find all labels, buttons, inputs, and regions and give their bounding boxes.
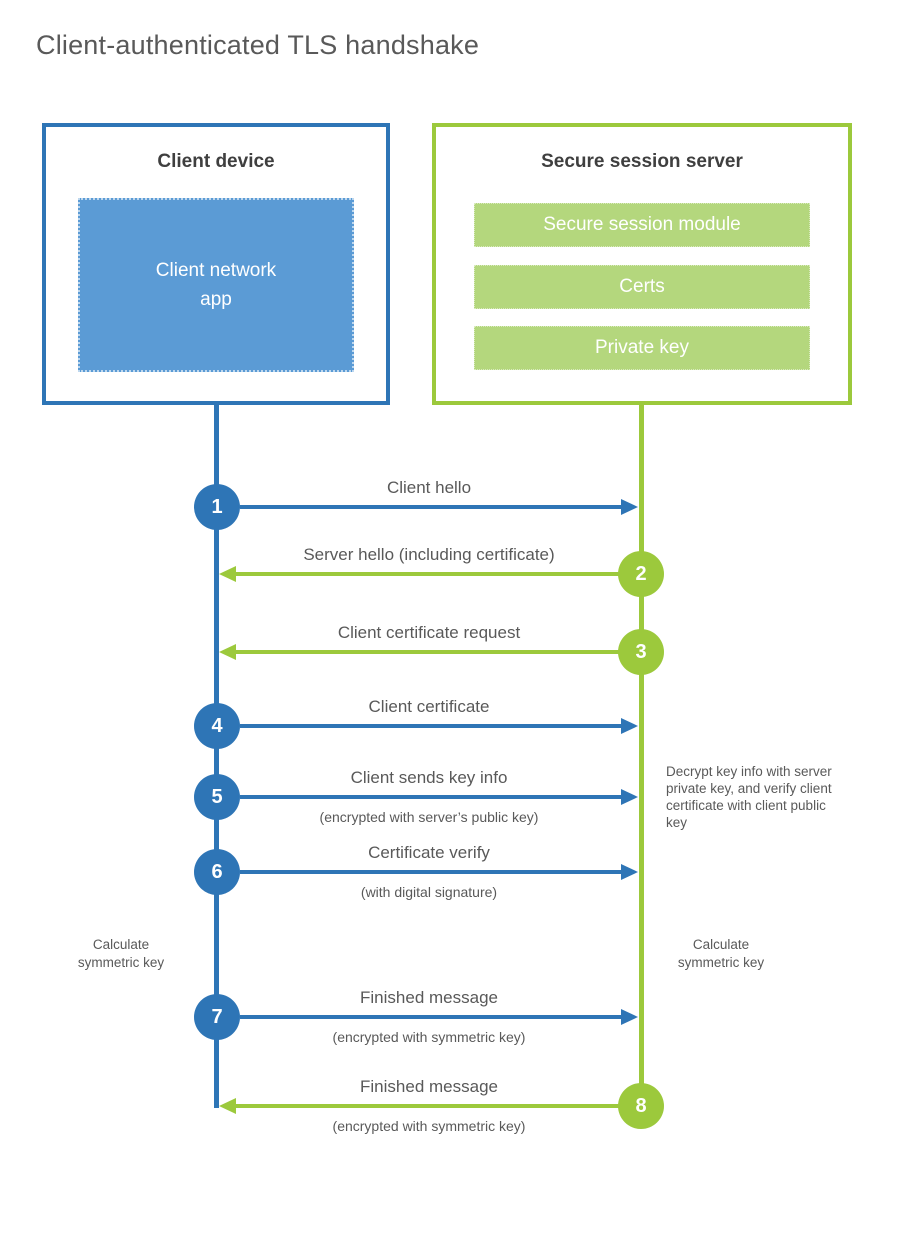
step-6-certificate-verify: 6 Certificate verify (with digital signa…: [0, 842, 900, 914]
step-8-arrow-left: [217, 1098, 641, 1114]
step-5-arrow-right: [217, 789, 641, 805]
arrow-head-icon: [219, 644, 236, 660]
step-3-arrow-left: [217, 644, 641, 660]
step-8-badge: 8: [618, 1083, 664, 1129]
step-4-arrow-right: [217, 718, 641, 734]
arrow-head-icon: [621, 1009, 638, 1025]
step-6-arrow-right: [217, 864, 641, 880]
step-8-label: Finished message: [360, 1077, 498, 1096]
server-calculate-symmetric-key-note: Calculate symmetric key: [677, 937, 765, 970]
step-1-badge: 1: [194, 484, 240, 530]
step-8-sublabel: (encrypted with symmetric key): [332, 1118, 526, 1134]
arrow-head-icon: [219, 1098, 236, 1114]
client-calculate-symmetric-key-note: Calculate symmetric key: [77, 937, 165, 970]
arrow-head-icon: [621, 499, 638, 515]
step-3-label: Client certificate request: [337, 623, 521, 642]
step-1-client-hello: 1 Client hello: [0, 477, 900, 549]
step-5-badge: 5: [194, 774, 240, 820]
step-2-label: Server hello (including certificate): [303, 545, 555, 564]
step-4-badge: 4: [194, 703, 240, 749]
client-device-box: Client device Client network app: [42, 123, 390, 405]
step-3-client-certificate-request: 3 Client certificate request: [0, 622, 900, 694]
server-module-certs: Certs: [474, 265, 810, 309]
step-6-sublabel: (with digital signature): [360, 884, 498, 900]
step-7-sublabel: (encrypted with symmetric key): [332, 1029, 526, 1045]
step-4-client-certificate: 4 Client certificate: [0, 696, 900, 768]
step-2-arrow-left: [217, 566, 641, 582]
server-module-secure-session: Secure session module: [474, 203, 810, 247]
client-network-app-box: Client network app: [78, 198, 354, 372]
step-3-badge: 3: [618, 629, 664, 675]
step-7-finished-message: 7 Finished message (encrypted with symme…: [0, 987, 900, 1059]
step-6-badge: 6: [194, 849, 240, 895]
step-1-arrow-right: [217, 499, 641, 515]
step-7-arrow-right: [217, 1009, 641, 1025]
step-4-label: Client certificate: [368, 697, 490, 716]
arrow-head-icon: [219, 566, 236, 582]
client-device-title: Client device: [157, 151, 275, 172]
step-2-badge: 2: [618, 551, 664, 597]
server-module-private-key: Private key: [474, 326, 810, 370]
server-decrypt-note: Decrypt key info with server private key…: [666, 764, 832, 830]
step-8-finished-message: 8 Finished message (encrypted with symme…: [0, 1076, 900, 1148]
arrow-head-icon: [621, 718, 638, 734]
arrow-head-icon: [621, 789, 638, 805]
step-5-label: Client sends key info: [350, 768, 508, 787]
step-6-label: Certificate verify: [368, 843, 490, 862]
server-lifeline: [639, 405, 644, 1106]
secure-session-server-title: Secure session server: [541, 151, 743, 172]
client-lifeline: [214, 405, 219, 1108]
step-2-server-hello: 2 Server hello (including certificate): [0, 544, 900, 616]
step-7-badge: 7: [194, 994, 240, 1040]
step-5-sublabel: (encrypted with server’s public key): [319, 809, 539, 825]
diagram-title: Client-authenticated TLS handshake: [36, 30, 480, 60]
step-1-label: Client hello: [386, 478, 472, 497]
step-7-label: Finished message: [360, 988, 498, 1007]
step-5-client-sends-key-info: 5 Client sends key info (encrypted with …: [0, 767, 900, 839]
secure-session-server-box: Secure session server Secure session mod…: [432, 123, 852, 405]
arrow-head-icon: [621, 864, 638, 880]
